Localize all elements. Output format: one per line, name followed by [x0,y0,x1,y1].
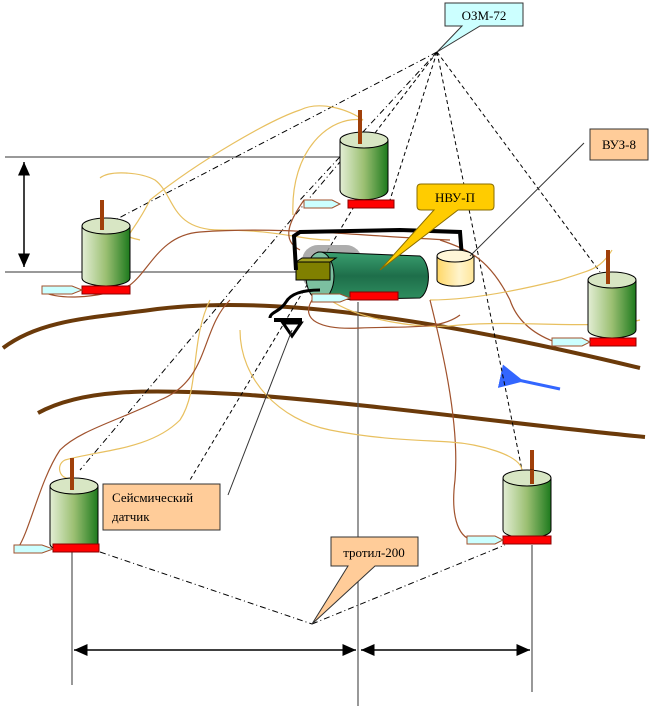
direction-arrow [497,364,561,391]
nvu-callout: НВУ-П [379,183,495,271]
tnt-leader-lines [99,544,506,625]
tnt-callout: тротил-200 [311,536,419,625]
fuse-rod [358,110,362,136]
seismic-label-line1: Сейсмический [112,490,193,505]
label-leaders [227,142,585,496]
seismic-callout: Сейсмический датчик [102,483,221,531]
ozm-label: ОЗМ-72 [462,8,507,23]
tnt-label: тротил-200 [343,545,405,560]
reference-lines [71,302,533,706]
base-block [347,199,395,209]
vuz-label: ВУЗ-8 [602,137,636,152]
mine-bottom-right [466,450,552,545]
vuz-device [436,249,475,287]
mine-bottom-left [13,458,100,554]
nvu-device [268,227,464,319]
mine-top-center [303,110,395,209]
ozm-callout: ОЗМ-72 [436,2,524,53]
seismic-sensor-icon [274,318,304,339]
mine-right [551,250,637,347]
detonator-tag [303,199,342,209]
nvu-label: НВУ-П [435,190,475,205]
wires [17,105,641,549]
seismic-label-line2: датчик [112,509,150,524]
height-dimension [5,156,345,273]
mine-left [41,200,131,295]
vuz-callout: ВУЗ-8 [589,128,649,161]
